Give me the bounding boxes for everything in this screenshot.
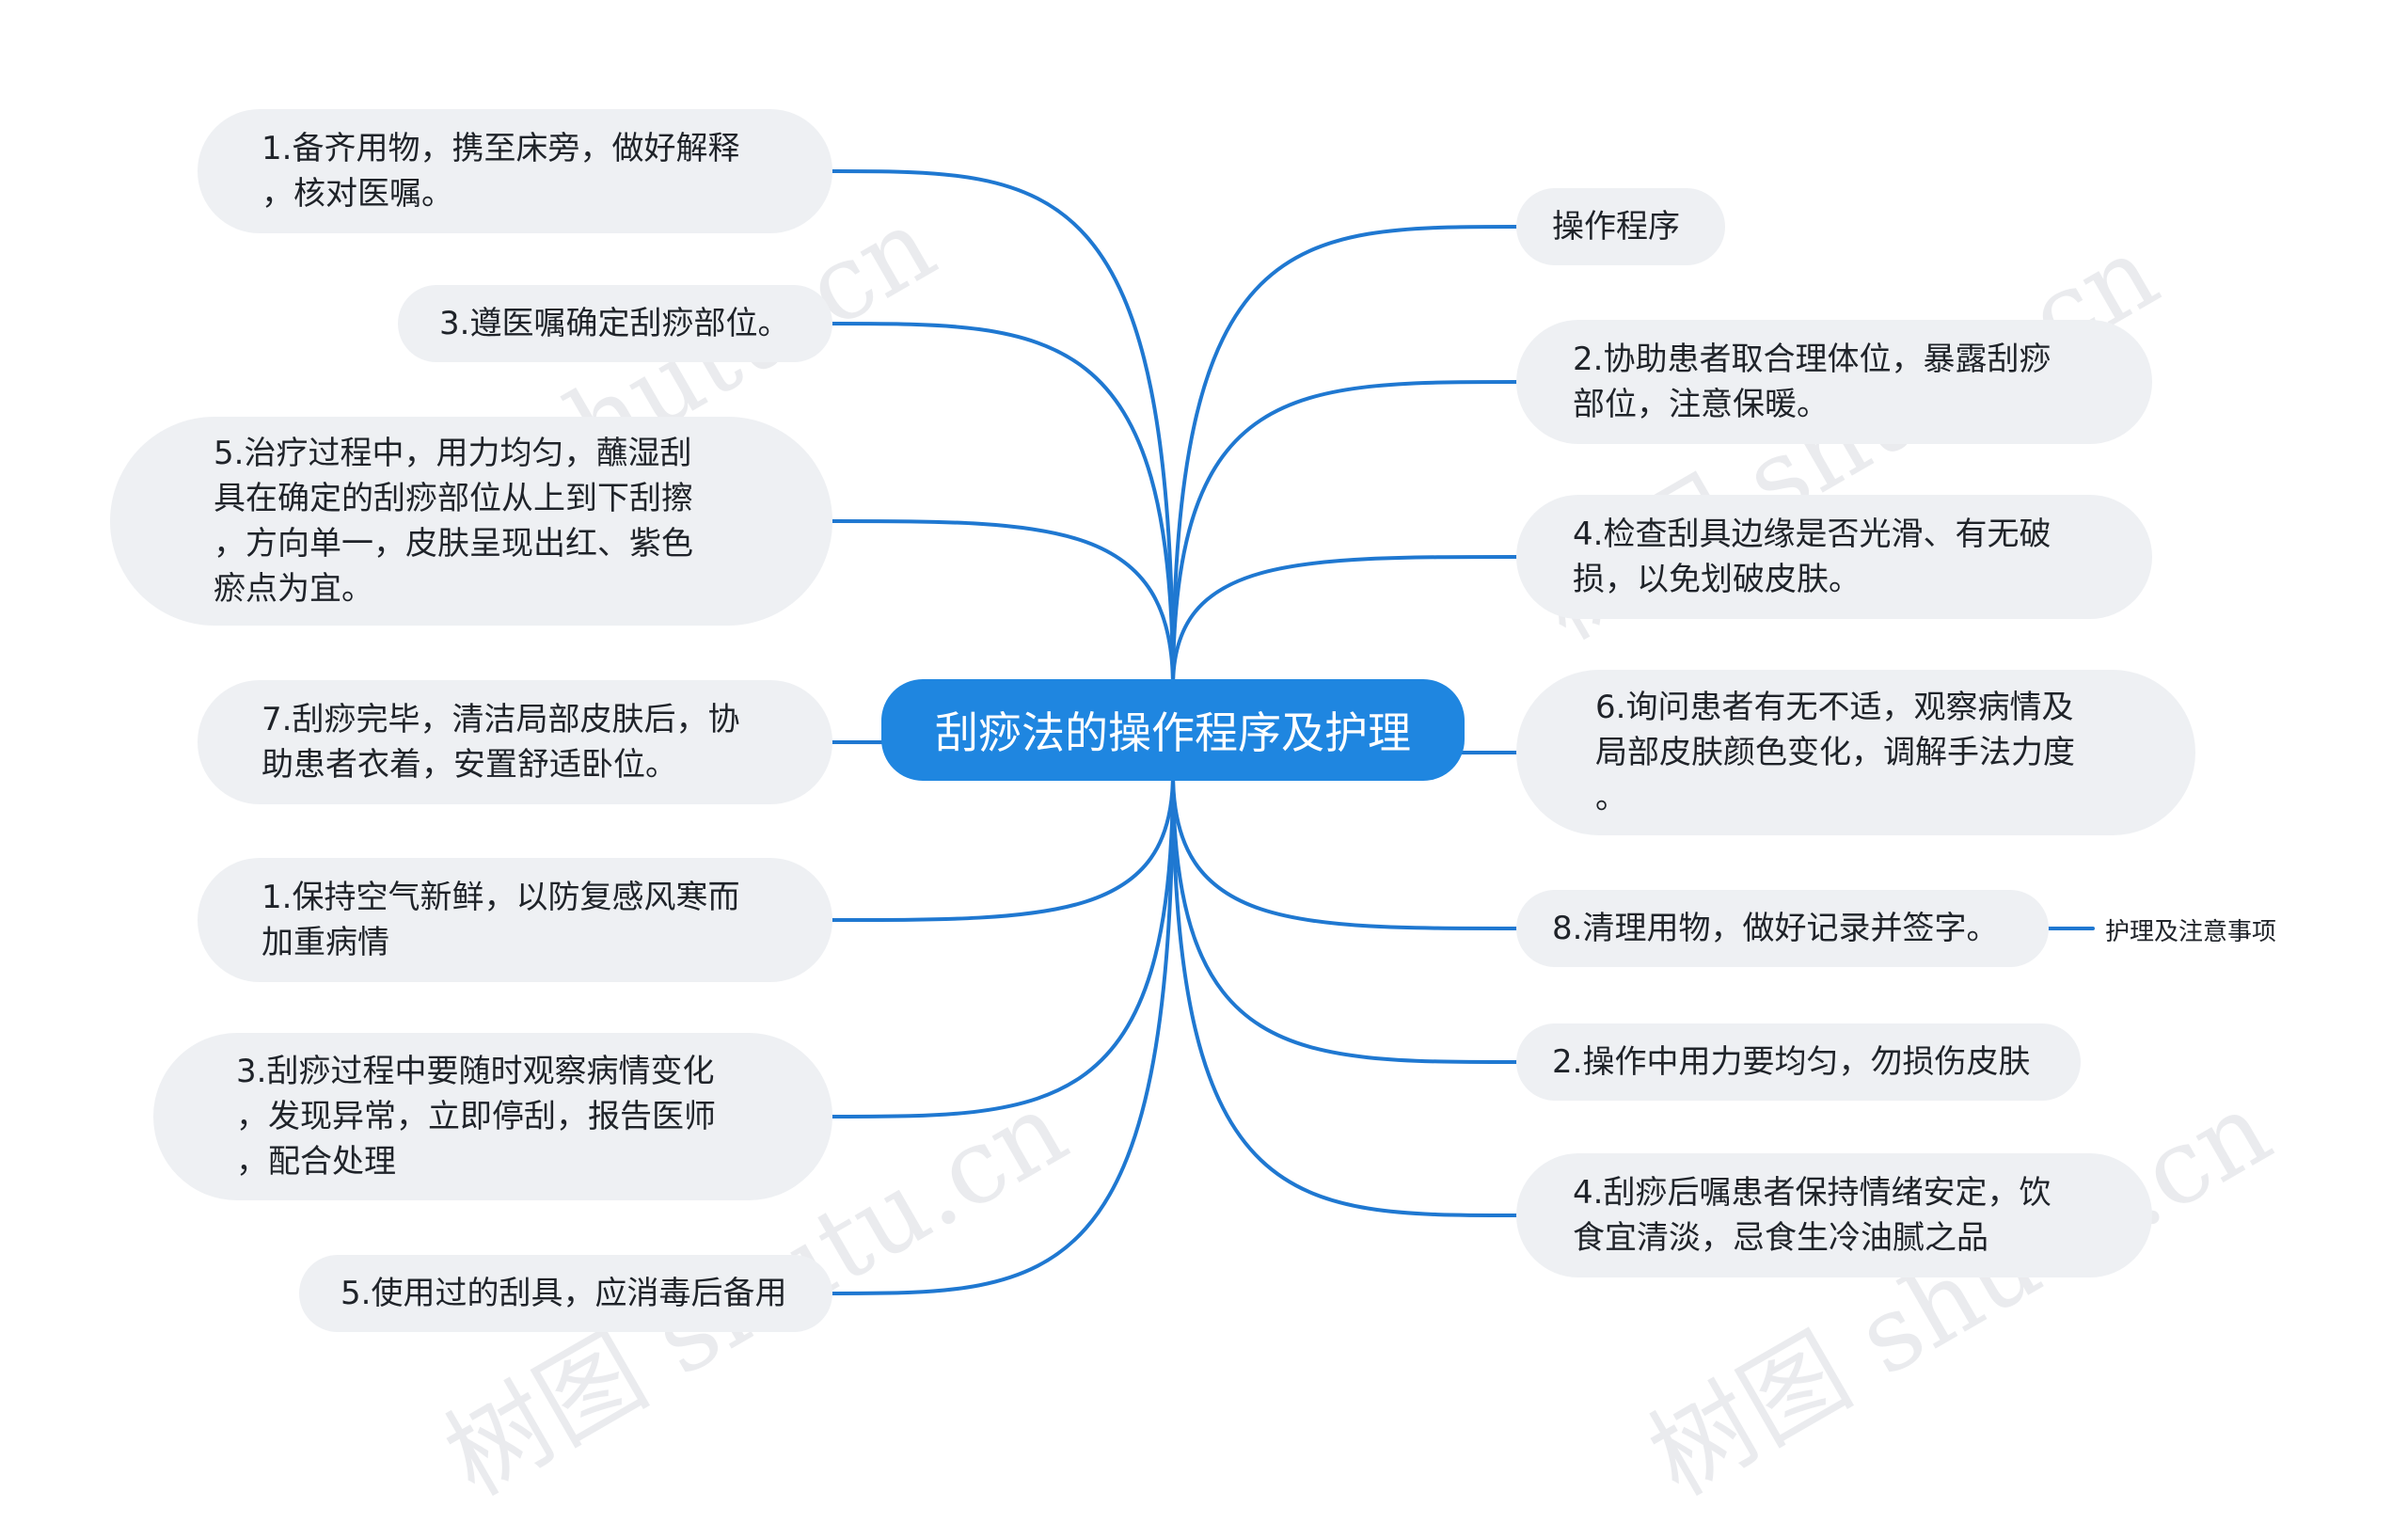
left-node-6-label: 3.刮痧过程中要随时观察病情变化 ，发现异常，立即停刮，报告医师 ，配合处理 <box>236 1053 716 1181</box>
connector-right-7 <box>1171 771 1518 1217</box>
right-node-4[interactable]: 6.询问患者有无不适，观察病情及 局部皮肤颜色变化，调解手法力度 。 <box>1516 670 2195 835</box>
left-node-3[interactable]: 5.治疗过程中，用力均匀，蘸湿刮 具在确定的刮痧部位从上到下刮擦 ，方向单一，皮… <box>110 417 832 626</box>
connector-right-1 <box>1171 225 1518 689</box>
root-node-label: 刮痧法的操作程序及护理 <box>935 707 1411 758</box>
right-node-2[interactable]: 2.协助患者取合理体位，暴露刮痧 部位，注意保暖。 <box>1516 320 2152 444</box>
connector-left-3 <box>831 519 1175 689</box>
connector-left-5 <box>831 771 1175 922</box>
right-node-6[interactable]: 2.操作中用力要均匀，勿损伤皮肤 <box>1516 1023 2081 1101</box>
left-node-6[interactable]: 3.刮痧过程中要随时观察病情变化 ，发现异常，立即停刮，报告医师 ，配合处理 <box>153 1033 832 1200</box>
connector-right-5 <box>1171 771 1518 930</box>
right-node-5-label: 8.清理用物，做好记录并签字。 <box>1552 910 1999 947</box>
right-node-1-label: 操作程序 <box>1552 208 1680 246</box>
left-node-7-label: 5.使用过的刮具，应消毒后备用 <box>341 1275 787 1312</box>
right-node-2-label: 2.协助患者取合理体位，暴露刮痧 部位，注意保暖。 <box>1573 341 2052 423</box>
right-node-5[interactable]: 8.清理用物，做好记录并签字。 <box>1516 890 2049 967</box>
leaf-node-label[interactable]: 护理及注意事项 <box>2105 918 2277 946</box>
connector-right-2 <box>1171 380 1518 689</box>
connector-right-6 <box>1171 771 1518 1064</box>
right-node-1[interactable]: 操作程序 <box>1516 188 1725 265</box>
left-node-7[interactable]: 5.使用过的刮具，应消毒后备用 <box>299 1255 832 1332</box>
connector-left-1 <box>831 169 1175 689</box>
left-node-1-label: 1.备齐用物，携至床旁，做好解释 ，核对医嘱。 <box>261 130 740 213</box>
left-node-4[interactable]: 7.刮痧完毕，清洁局部皮肤后，协 助患者衣着，安置舒适卧位。 <box>198 680 832 804</box>
left-node-3-label: 5.治疗过程中，用力均匀，蘸湿刮 具在确定的刮痧部位从上到下刮擦 ，方向单一，皮… <box>214 435 693 608</box>
left-node-4-label: 7.刮痧完毕，清洁局部皮肤后，协 助患者衣着，安置舒适卧位。 <box>261 701 740 784</box>
right-node-7-label: 4.刮痧后嘱患者保持情绪安定，饮 食宜清淡，忌食生冷油腻之品 <box>1573 1174 2052 1257</box>
left-node-2[interactable]: 3.遵医嘱确定刮痧部位。 <box>398 285 832 362</box>
root-node[interactable]: 刮痧法的操作程序及护理 <box>881 679 1465 781</box>
right-node-3[interactable]: 4.检查刮具边缘是否光滑、有无破 损，以免划破皮肤。 <box>1516 495 2152 619</box>
connector-left-7 <box>831 771 1175 1295</box>
connector-right-3 <box>1171 555 1518 689</box>
right-node-4-label: 6.询问患者有无不适，观察病情及 局部皮肤颜色变化，调解手法力度 。 <box>1595 689 2075 817</box>
right-node-7[interactable]: 4.刮痧后嘱患者保持情绪安定，饮 食宜清淡，忌食生冷油腻之品 <box>1516 1153 2152 1277</box>
left-node-5[interactable]: 1.保持空气新鲜，以防复感风寒而 加重病情 <box>198 858 832 982</box>
right-node-3-label: 4.检查刮具边缘是否光滑、有无破 损，以免划破皮肤。 <box>1573 516 2052 598</box>
left-node-5-label: 1.保持空气新鲜，以防复感风寒而 加重病情 <box>261 879 740 961</box>
right-node-6-label: 2.操作中用力要均匀，勿损伤皮肤 <box>1552 1043 2031 1081</box>
left-node-2-label: 3.遵医嘱确定刮痧部位。 <box>439 305 790 342</box>
mindmap-canvas: 树图 shutu.cn 树图 shutu.cn 树图 shutu.cn 树图 s… <box>110 109 2289 1518</box>
left-node-1[interactable]: 1.备齐用物，携至床旁，做好解释 ，核对医嘱。 <box>198 109 832 233</box>
connector-left-6 <box>831 771 1175 1118</box>
connector-left-2 <box>831 322 1175 689</box>
